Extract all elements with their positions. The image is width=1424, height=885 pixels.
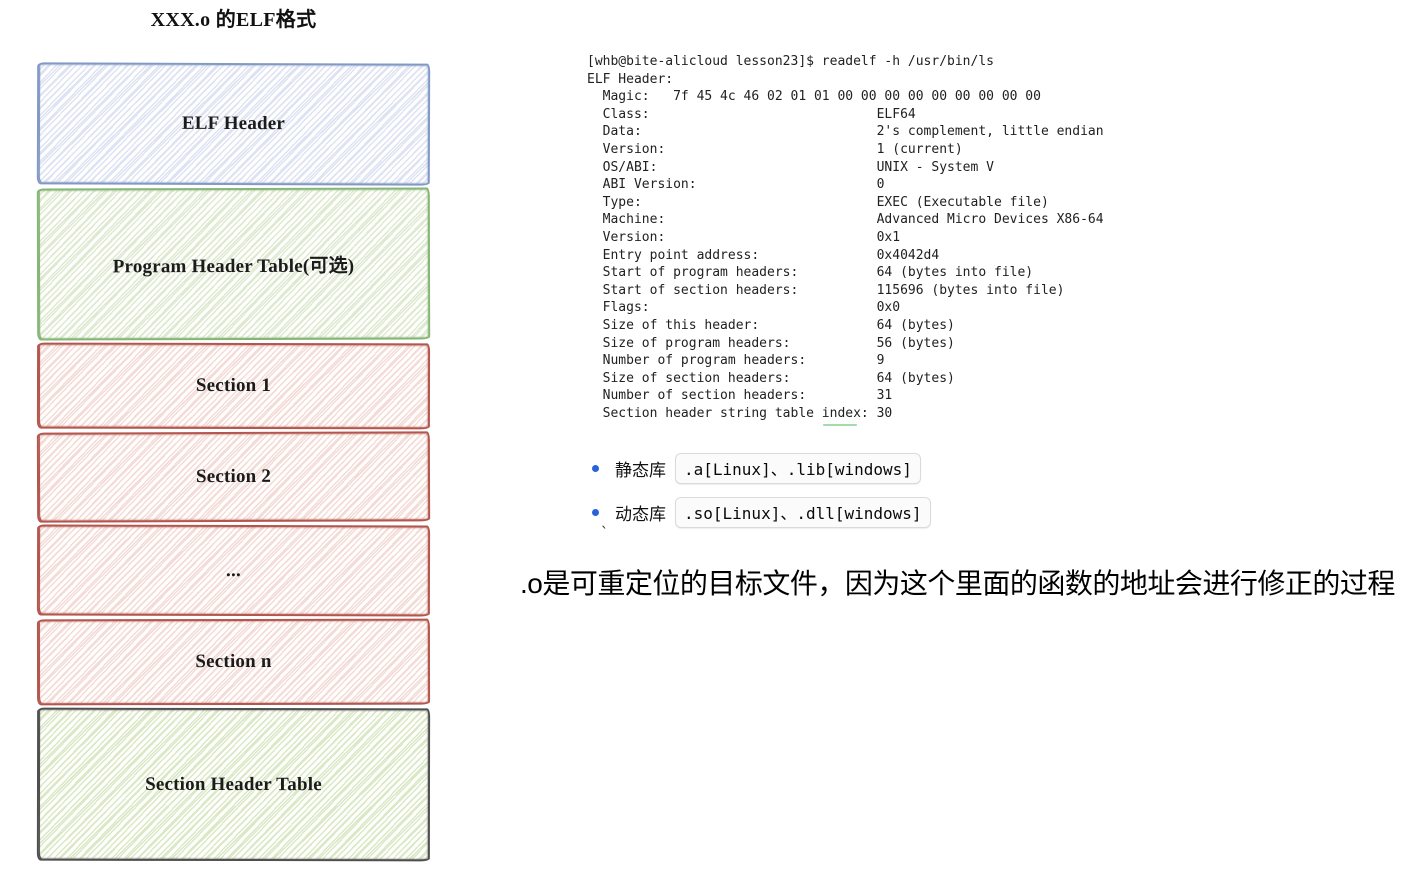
list-item-dynamic-library: 动态库 .so[Linux]、.dll[windows]: [592, 496, 931, 528]
box-label: ELF Header: [181, 112, 286, 135]
section-ellipsis-box: ...: [36, 524, 431, 617]
box-label: Section Header Table: [145, 773, 322, 795]
readelf-terminal-output: [whb@bite-alicloud lesson23]$ readelf -h…: [587, 54, 1104, 421]
inline-code-chip: .so[Linux]、.dll[windows]: [675, 496, 931, 528]
spellcheck-underline: [823, 424, 857, 426]
section-1-box: Section 1: [36, 342, 431, 430]
box-label: Section n: [195, 650, 272, 673]
elf-header-box: ELF Header: [36, 62, 431, 186]
bullet-label: 动态库: [615, 504, 666, 524]
box-label: Section 2: [195, 465, 272, 488]
section-n-box: Section n: [36, 618, 431, 706]
section-2-box: Section 2: [36, 431, 431, 523]
bullet-dot-icon: [592, 464, 599, 472]
bullet-label: 静态库: [615, 460, 666, 480]
inline-code-chip: .a[Linux]、.lib[windows]: [675, 452, 921, 484]
box-label: Program Header Table(可选): [112, 255, 355, 277]
list-item-static-library: 静态库 .a[Linux]、.lib[windows]: [592, 452, 931, 484]
section-header-table-box: Section Header Table: [36, 707, 431, 862]
note-text: .o是可重定位的目标文件，因为这个里面的函数的地址会进行修正的过程: [520, 568, 1395, 599]
elf-format-diagram: ELF Header Program Header Table(可选) Sect…: [36, 62, 431, 862]
box-label: ...: [226, 559, 241, 581]
program-header-table-box: Program Header Table(可选): [36, 187, 431, 341]
library-bullet-list: 静态库 .a[Linux]、.lib[windows] 动态库 .so[Linu…: [592, 452, 931, 541]
bullet-dot-icon: [592, 508, 599, 516]
diagram-title: XXX.o 的ELF格式: [150, 9, 317, 31]
box-label: Section 1: [195, 374, 272, 397]
stray-mark: `: [600, 524, 610, 542]
